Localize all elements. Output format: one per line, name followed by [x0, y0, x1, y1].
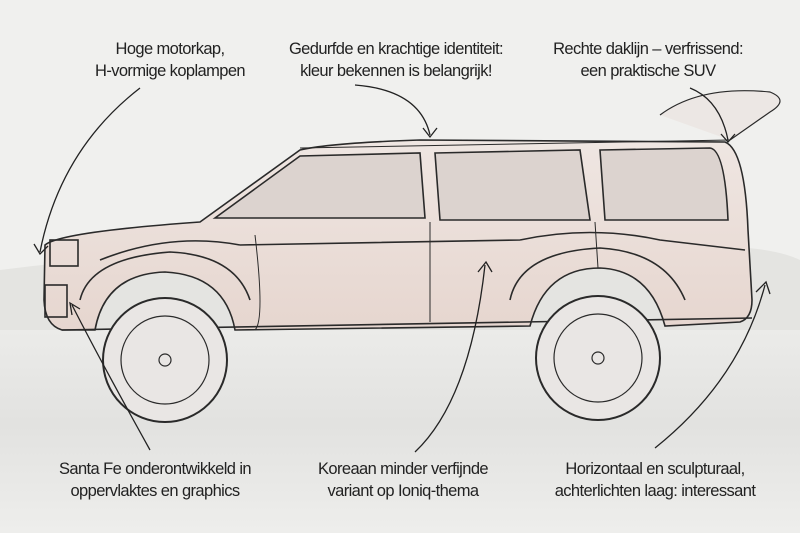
annotation-taillights: Horizontaal en sculpturaal, achterlichte…	[525, 458, 785, 502]
annotation-line: kleur bekennen is belangrijk!	[300, 62, 492, 80]
annotation-ioniq-theme: Koreaan minder verfijnde variant op Ioni…	[273, 458, 533, 502]
annotation-roofline: Rechte daklijn – verfrissend: een prakti…	[518, 38, 778, 82]
rear-wheel	[535, 295, 661, 421]
annotation-line: achterlichten laag: interessant	[554, 482, 756, 500]
annotation-line: een praktische SUV	[580, 62, 716, 80]
annotation-arrows	[33, 84, 771, 453]
annotation-hood-headlights: Hoge motorkap, H-vormige koplampen	[40, 38, 300, 82]
annotation-line: Horizontaal en sculpturaal,	[565, 460, 745, 478]
car-body	[43, 139, 753, 331]
annotation-line: oppervlaktes en graphics	[70, 482, 240, 500]
annotation-line: Koreaan minder verfijnde	[318, 460, 489, 478]
annotation-line: variant op Ioniq-thema	[327, 482, 480, 500]
annotation-line: Rechte daklijn – verfrissend:	[553, 40, 743, 58]
annotation-line: Gedurfde en krachtige identiteit:	[288, 40, 504, 58]
annotation-identity: Gedurfde en krachtige identiteit: kleur …	[266, 38, 526, 82]
front-wheel	[102, 297, 228, 423]
annotation-line: H-vormige koplampen	[95, 62, 246, 80]
annotation-line: Hoge motorkap,	[115, 40, 226, 58]
annotation-line: Santa Fe onderontwikkeld in	[58, 460, 252, 478]
annotation-surfaces: Santa Fe onderontwikkeld in oppervlaktes…	[25, 458, 285, 502]
